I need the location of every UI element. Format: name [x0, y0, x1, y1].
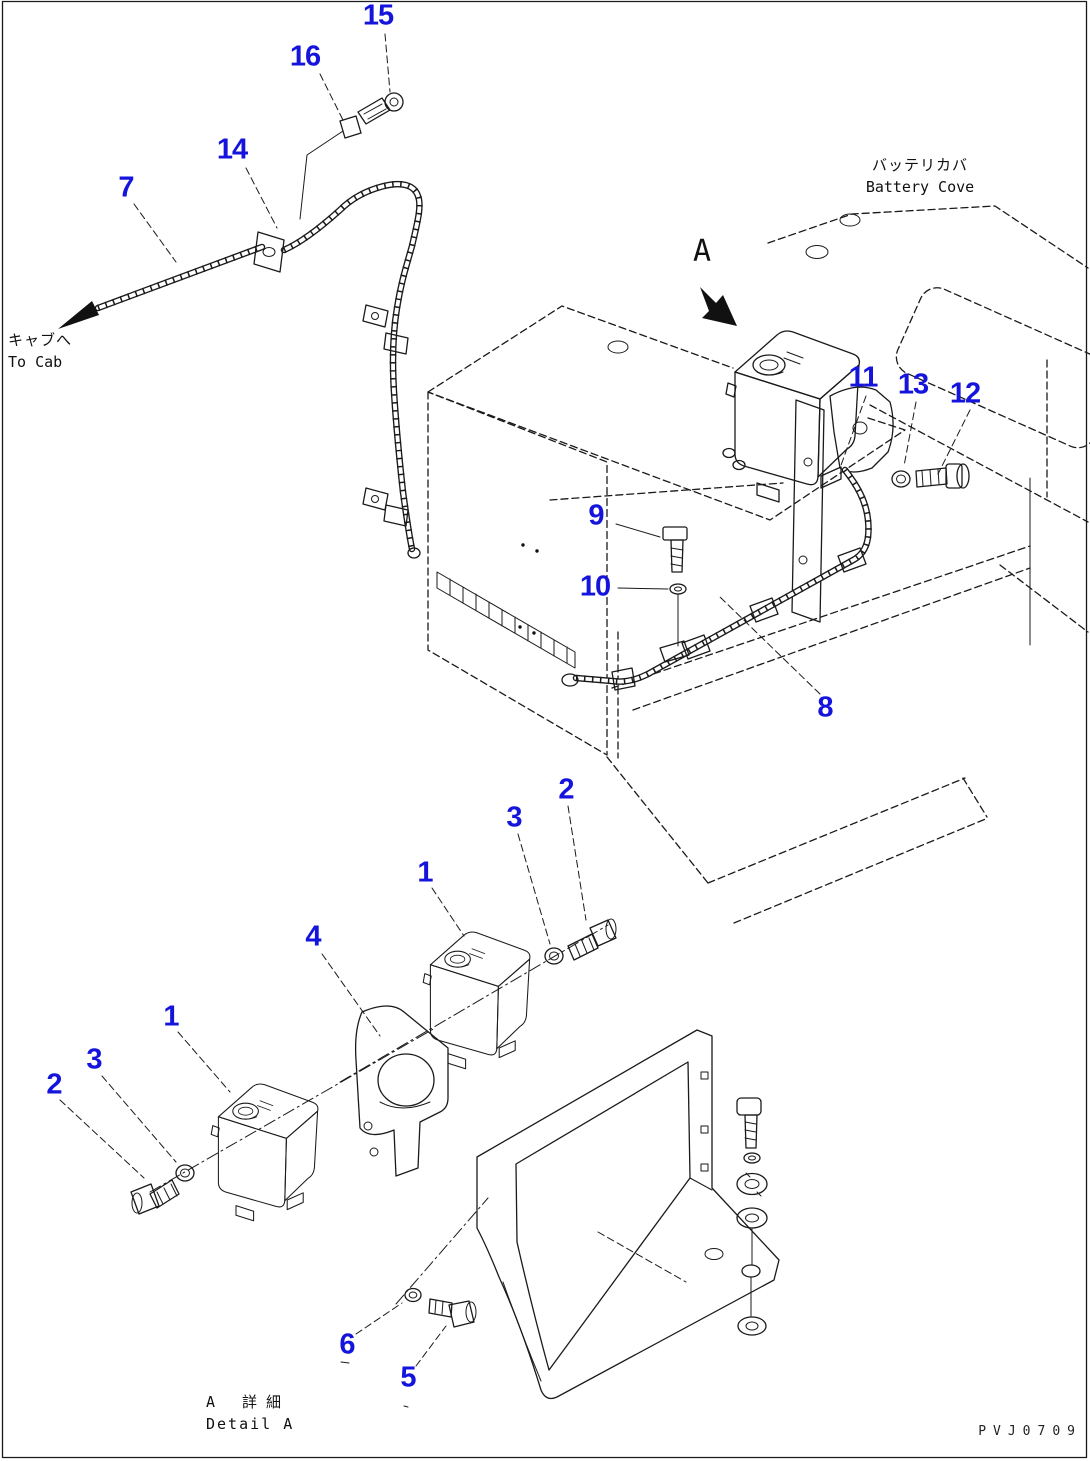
battery-cover-label: バッテリカバ Battery Cove [830, 155, 1010, 199]
to-cab-label-en: To Cab [8, 352, 63, 371]
callout-2-lower: 2 [46, 1068, 62, 1101]
callout-14: 14 [216, 133, 248, 166]
leader-lines-top [133, 33, 971, 695]
callout-12: 12 [949, 377, 981, 410]
view-a-arrow [700, 287, 737, 326]
callout-5: 5 [400, 1361, 416, 1394]
washer-hose-8 [561, 470, 868, 691]
drawing-code: PVJ0709 [978, 1424, 1082, 1439]
washer-tank-detail-upper [422, 931, 531, 1070]
washer-3-bolt-2-lower [130, 1164, 195, 1215]
battery-cover-label-en: Battery Cove [865, 177, 975, 196]
washer-hose-to-cab [58, 92, 420, 559]
callout-7: 7 [118, 171, 134, 204]
to-cab-label: キャブへ To Cab [8, 330, 72, 374]
support-frame [476, 1029, 780, 1400]
callout-13: 13 [897, 368, 929, 401]
mount-bracket-4 [354, 1005, 449, 1177]
washer-3-bolt-2-upper [544, 918, 617, 965]
detail-a-label-jp: A 詳細 [206, 1393, 291, 1411]
battery-cover-label-jp: バッテリカバ [871, 156, 968, 174]
callout-2-upper: 2 [558, 773, 574, 806]
callout-11: 11 [848, 361, 879, 394]
washer-6-bolt-5 [340, 1287, 477, 1408]
leader-lines-detail [59, 805, 587, 1367]
view-a-letter: A [693, 234, 712, 269]
washer-tank-detail-lower [210, 1083, 319, 1222]
frame-bolt-stack [736, 1097, 768, 1336]
callout-1-lower: 1 [163, 1000, 179, 1033]
callout-15: 15 [362, 0, 394, 32]
to-cab-arrow [58, 301, 99, 329]
exploded-axes [149, 924, 609, 1305]
machine-body [427, 305, 1031, 924]
detail-a-label: A 詳細 Detail A [206, 1392, 294, 1436]
bolt-9-washer-10 [659, 526, 690, 663]
detail-a-label-en: Detail A [206, 1414, 295, 1433]
callout-3-upper: 3 [506, 801, 522, 834]
washer-13-bolt-12 [891, 463, 970, 489]
callout-8: 8 [817, 691, 833, 724]
callout-3-lower: 3 [86, 1043, 102, 1076]
callout-9: 9 [588, 499, 604, 532]
callout-1-upper: 1 [417, 856, 433, 889]
callout-4: 4 [305, 920, 321, 953]
callout-16: 16 [289, 40, 321, 73]
to-cab-label-jp: キャブへ [8, 331, 73, 349]
battery-cover-panel [767, 205, 1090, 633]
callout-6: 6 [339, 1328, 355, 1361]
callout-10: 10 [579, 570, 611, 603]
